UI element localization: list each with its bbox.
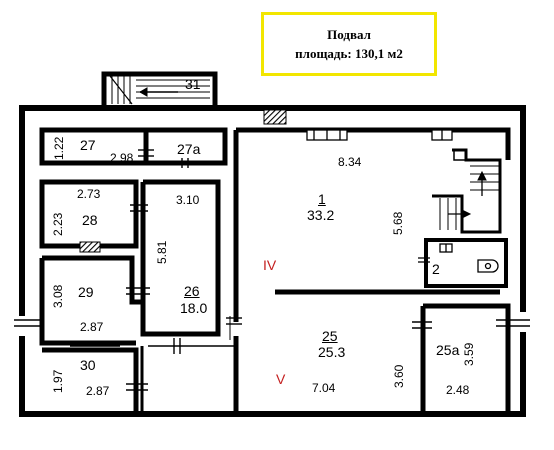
dim-3-60: 3.60 (392, 364, 406, 388)
section-label-v: V (276, 371, 286, 387)
staircase-right (432, 148, 502, 234)
room-29-label: 29 (78, 284, 94, 300)
dim-3-10: 3.10 (176, 193, 200, 207)
dim-2-48: 2.48 (446, 383, 470, 397)
dim-5-81: 5.81 (155, 240, 169, 264)
room-26-area: 18.0 (180, 300, 208, 316)
room-30 (42, 347, 139, 414)
dim-2-23: 2.23 (51, 212, 65, 236)
room-27-label: 27 (80, 137, 96, 153)
vent-hatch-top (263, 109, 287, 125)
floor-area: площадь: 130,1 м2 (295, 46, 403, 61)
room-2-label: 2 (432, 261, 440, 277)
room-30-label: 30 (80, 357, 96, 373)
dim-8-34: 8.34 (338, 155, 362, 169)
dim-2-87-a: 2.87 (80, 320, 104, 334)
room-28-label: 28 (82, 212, 98, 228)
room-29 (39, 255, 143, 346)
vent-hatch-28 (79, 241, 101, 253)
door-marks-25 (412, 321, 432, 329)
dim-2-73: 2.73 (77, 187, 101, 201)
wall-openings (14, 204, 530, 414)
section-label-iv: IV (263, 257, 277, 273)
room-25a (420, 303, 511, 414)
room-27a-label: 27а (177, 141, 201, 157)
floor-title-box: Подвал площадь: 130,1 м2 (261, 12, 437, 76)
room-25-label: 25 (322, 328, 338, 344)
dim-1-22: 1.22 (52, 136, 66, 160)
room-1-label: 1 (318, 191, 326, 207)
door-marks-27 (138, 149, 189, 168)
rooms-27 (39, 127, 228, 166)
room-2 (424, 238, 508, 288)
outer-walls (19, 105, 526, 417)
room-26-label: 26 (184, 283, 200, 299)
dim-2-98: 2.98 (110, 151, 134, 165)
room-26 (140, 179, 221, 337)
floor-name: Подвал (327, 27, 371, 42)
room-25a-label: 25а (436, 342, 460, 358)
room-1-area: 33.2 (307, 207, 335, 223)
room-25-area: 25.3 (318, 344, 346, 360)
staircase-31 (101, 71, 218, 111)
dim-5-68: 5.68 (391, 211, 405, 235)
radiators-hall (306, 129, 453, 141)
dim-7-04: 7.04 (312, 381, 336, 395)
dim-3-08: 3.08 (51, 284, 65, 308)
dim-2-87-b: 2.87 (86, 384, 110, 398)
room-31-label: 31 (185, 76, 201, 92)
dim-1-97: 1.97 (51, 369, 65, 393)
wc-fixtures (418, 243, 499, 273)
dim-3-59: 3.59 (462, 342, 476, 366)
